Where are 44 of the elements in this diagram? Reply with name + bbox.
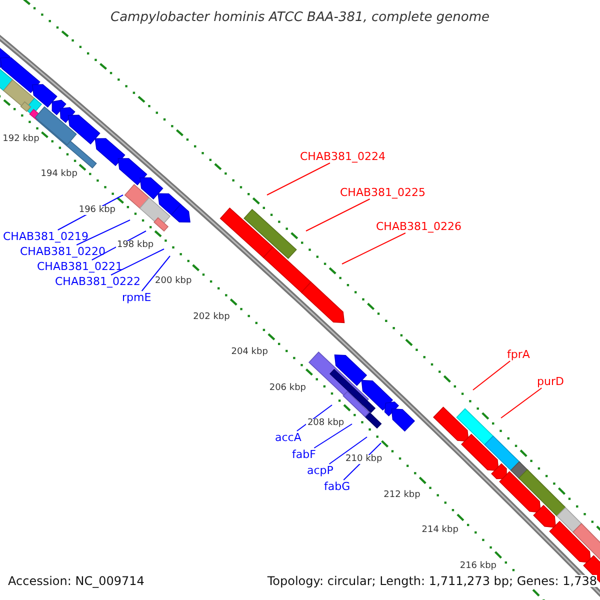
leader-line (76, 220, 130, 246)
scale-label: 212 kbp (382, 490, 422, 500)
leader-line (472, 360, 511, 390)
scale-label: 210 kbp (344, 454, 384, 464)
leader-line (314, 424, 352, 448)
gene-label: acpP (307, 465, 334, 476)
leader-line (342, 232, 406, 264)
leader-line (306, 198, 370, 232)
gene-label: accA (275, 432, 302, 443)
scale-label: 192 kbp (2, 134, 40, 144)
gene-label: fabF (292, 449, 316, 460)
accession-text: Accession: NC_009714 (8, 575, 144, 587)
gene-label: CHAB381_0222 (55, 276, 141, 287)
chart-title: Campylobacter hominis ATCC BAA-381, complete genome (110, 11, 490, 24)
scale-label: 208 kbp (306, 419, 346, 428)
gene-label: fprA (507, 349, 530, 360)
scale-label: 206 kbp (268, 384, 308, 393)
gene-label: CHAB381_0221 (37, 261, 123, 272)
gene-label: CHAB381_0226 (376, 221, 462, 232)
scale-label: 202 kbp (192, 312, 231, 322)
leader-line (296, 404, 332, 432)
gene-label: CHAB381_0225 (340, 187, 426, 198)
gene-label: fabG (324, 481, 350, 492)
leader-line (57, 194, 124, 230)
gene-label: CHAB381_0220 (20, 246, 106, 257)
scale-label: 216 kbp (458, 562, 498, 571)
leader-line (343, 442, 382, 480)
genome-summary-text: Topology: circular; Length: 1,711,273 bp; Genes: 1,738 (267, 575, 597, 587)
leader-line (266, 162, 330, 196)
scale-label: 198 kbp (116, 241, 155, 250)
leader-line (500, 388, 542, 418)
scale-label: 204 kbp (230, 348, 269, 358)
gene-label: CHAB381_0224 (300, 151, 386, 162)
leader-line (328, 436, 368, 464)
gene-label: rpmE (122, 292, 152, 303)
scale-label: 214 kbp (420, 526, 460, 536)
leader-line (91, 230, 146, 260)
scale-label: 194 kbp (40, 170, 78, 180)
leader-line (141, 256, 170, 292)
scale-label: 196 kbp (78, 206, 117, 215)
scale-label: 200 kbp (154, 276, 193, 286)
gene-label: purD (537, 376, 564, 387)
leader-line (110, 248, 164, 276)
gene-label: CHAB381_0219 (3, 231, 89, 242)
